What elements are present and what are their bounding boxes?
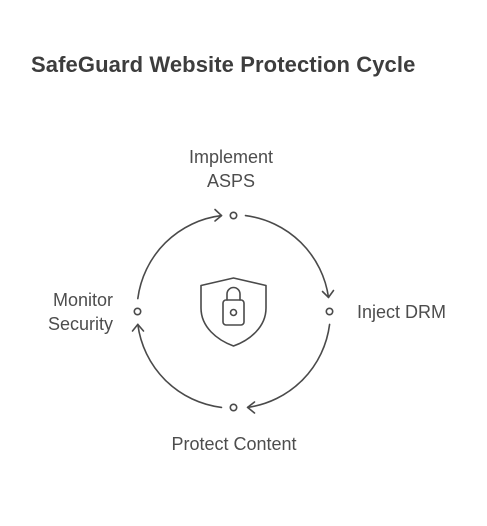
node-label-line: ASPS xyxy=(206,171,256,191)
diagram-title: SafeGuard Website Protection Cycle xyxy=(31,52,416,77)
node-label-line: Monitor xyxy=(52,290,113,310)
shield-outline xyxy=(200,277,267,347)
node-dot-left xyxy=(133,307,142,316)
node-label-implement-asps: Implement ASPS xyxy=(171,145,291,193)
cycle-arc-left-top xyxy=(137,214,223,300)
node-label-line: Security xyxy=(47,314,113,334)
cycle-arc-right-bottom xyxy=(246,323,331,409)
node-dot-top xyxy=(229,211,238,220)
lock-shackle xyxy=(226,286,241,301)
cycle-arrowhead-bottom xyxy=(246,401,256,414)
cycle-arrowhead-left xyxy=(131,323,145,332)
cycle-arrowhead-top xyxy=(214,208,223,222)
node-label-line: Protect Content xyxy=(171,434,297,454)
cycle-arc-top-right xyxy=(244,214,330,299)
node-dot-right xyxy=(325,307,334,316)
node-dot-bottom xyxy=(229,403,238,412)
node-label-line: Implement xyxy=(188,147,274,167)
shield-lock-icon xyxy=(200,277,267,347)
node-label-line: Inject DRM xyxy=(357,302,447,322)
lock-keyhole xyxy=(229,308,238,317)
node-label-monitor-security: Monitor Security xyxy=(23,288,113,336)
cycle-arc-bottom-left xyxy=(137,323,223,409)
node-label-inject-drm: Inject DRM xyxy=(357,300,446,324)
cycle-arrowhead-right xyxy=(321,289,335,299)
lock-body xyxy=(222,299,245,326)
node-label-protect-content: Protect Content xyxy=(154,432,314,456)
